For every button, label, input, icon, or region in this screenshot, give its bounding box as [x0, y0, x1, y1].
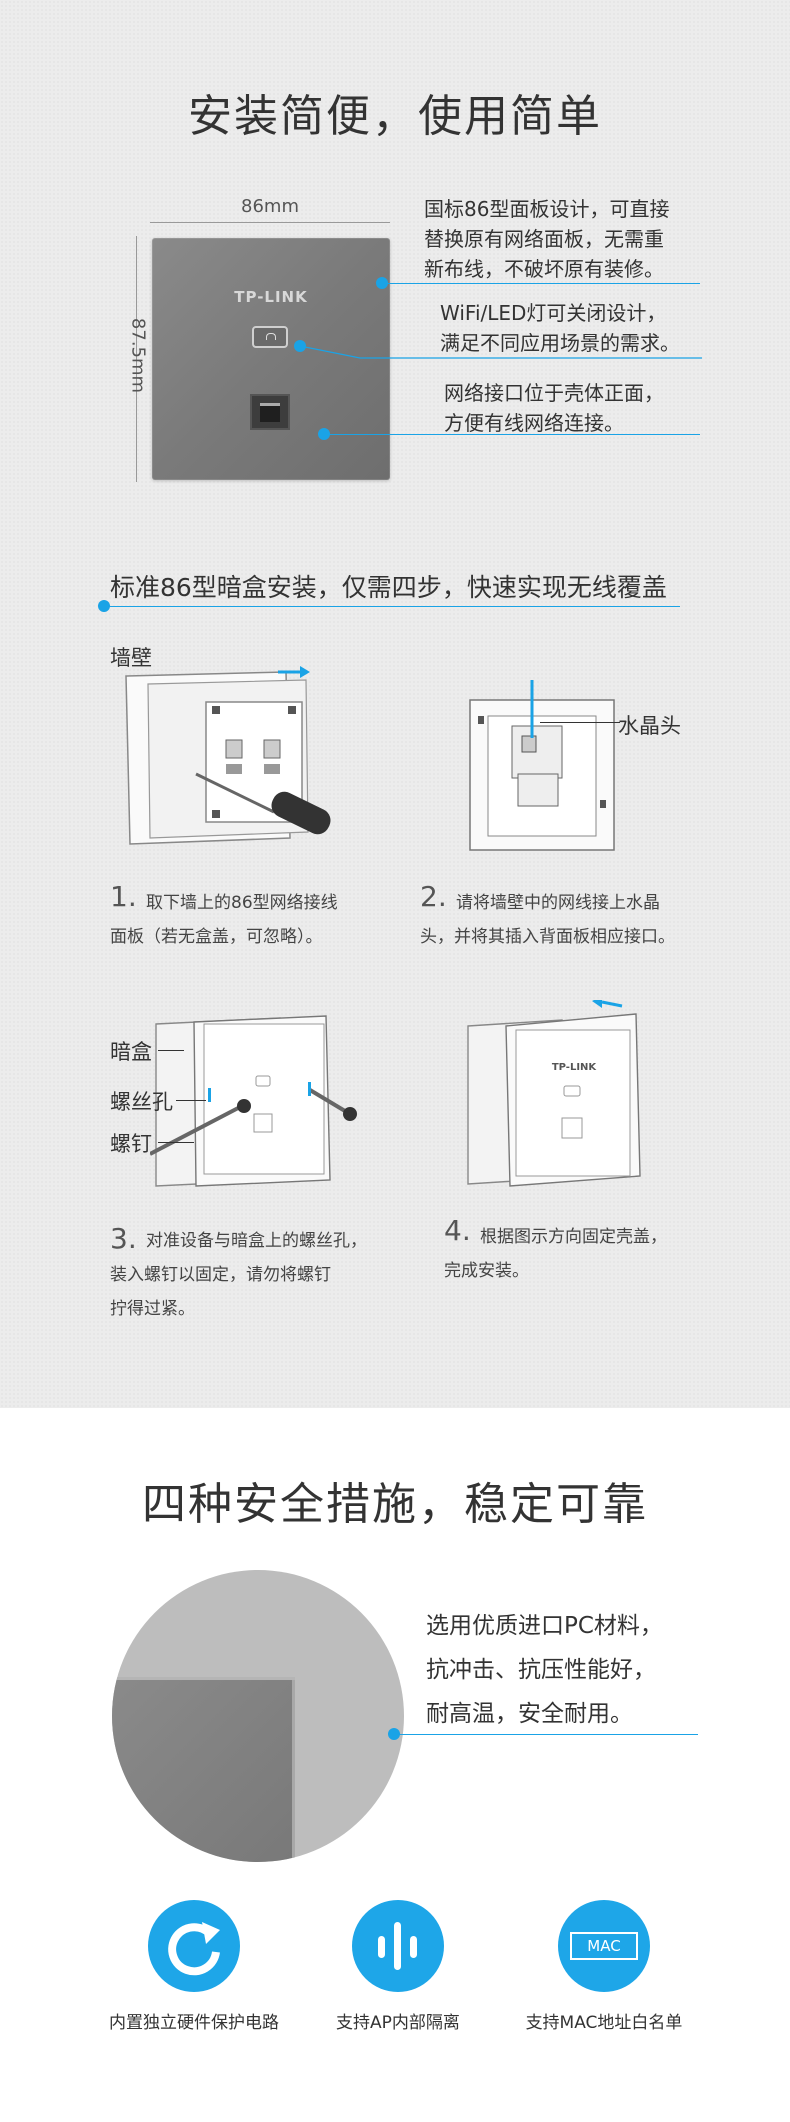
panel-front-view: TP-LINK: [152, 238, 390, 480]
dimension-height: 87.5mm: [127, 317, 149, 394]
install-title: 安装简便，使用简单: [188, 91, 602, 142]
connector-pointer-line: [540, 722, 620, 723]
step2-text-line1: 请将墙壁中的网线接上水晶: [456, 893, 660, 913]
material-closeup-image: [112, 1570, 404, 1862]
isolation-bars-icon: [378, 1922, 417, 1970]
callout-line-1: [386, 283, 700, 284]
dimension-height-line: [136, 236, 137, 482]
box-pointer-line: [158, 1050, 184, 1051]
step4-logo: TP-LINK: [552, 1062, 598, 1073]
protection-circuit-icon-circle: [148, 1900, 240, 1992]
feature-text-1: 国标86型面板设计，可直接 替换原有网络面板，无需重 新布线，不破坏原有装修。: [424, 197, 670, 281]
step3-number: 3.: [110, 1222, 137, 1255]
dimension-width: 86mm: [241, 196, 299, 217]
ap-isolation-label: 支持AP内部隔离: [336, 2013, 460, 2033]
step3-text-line1: 对准设备与暗盒上的螺丝孔，: [146, 1231, 367, 1251]
step4-text-line2: 完成安装。: [444, 1261, 529, 1281]
callout-dot-3: [318, 428, 330, 440]
step1-text-line1: 取下墙上的86型网络接线: [146, 893, 338, 913]
steps-title: 标准86型暗盒安装，仅需四步，快速实现无线覆盖: [110, 573, 667, 602]
callout-dot-1: [376, 277, 388, 289]
refresh-icon: [168, 1922, 220, 1976]
step4-illustration: TP-LINK: [467, 1000, 641, 1187]
step2-number: 2.: [420, 880, 447, 913]
label-screw: 螺钉: [110, 1132, 152, 1156]
step1-illustration: [125, 666, 331, 845]
callout-line-3: [328, 434, 700, 435]
screw-pointer-line: [158, 1142, 194, 1143]
step3-text-line3: 拧得过紧。: [110, 1299, 195, 1319]
protection-circuit-label: 内置独立硬件保护电路: [109, 2013, 279, 2033]
step2-text-line2: 头，并将其插入背面板相应接口。: [420, 927, 675, 947]
material-text: 选用优质进口PC材料， 抗冲击、抗压性能好， 耐高温，安全耐用。: [426, 1613, 663, 1727]
screw-hole-pointer-line: [176, 1100, 206, 1101]
feature-text-2: WiFi/LED灯可关闭设计， 满足不同应用场景的需求。: [440, 301, 680, 355]
material-callout-line: [398, 1734, 698, 1735]
label-wall: 墙壁: [110, 646, 152, 670]
ap-isolation-icon-circle: [352, 1900, 444, 1992]
feature-text-3: 网络接口位于壳体正面， 方便有线网络连接。: [444, 381, 664, 435]
steps-title-line: [104, 606, 680, 607]
step3-illustration: [150, 1015, 357, 1187]
mac-icon: MAC: [570, 1932, 638, 1960]
wifi-led-icon: [252, 326, 288, 348]
label-connector: 水晶头: [618, 714, 681, 738]
install-section: [0, 0, 790, 1408]
mac-whitelist-icon-circle: MAC: [558, 1900, 650, 1992]
step1-text-line2: 面板（若无盒盖，可忽略）。: [110, 927, 323, 947]
tp-link-logo: TP-LINK: [234, 288, 308, 306]
ethernet-port-socket: [260, 403, 280, 422]
step2-illustration: [469, 680, 615, 851]
dimension-width-line: [150, 222, 390, 223]
mac-whitelist-label: 支持MAC地址白名单: [525, 2013, 683, 2033]
ethernet-port-icon: [250, 394, 290, 430]
step4-text-line1: 根据图示方向固定壳盖，: [480, 1227, 667, 1247]
label-box: 暗盒: [110, 1040, 152, 1064]
callout-line-2: [300, 345, 702, 359]
material-callout-dot: [388, 1728, 400, 1740]
security-title: 四种安全措施，稳定可靠: [142, 1479, 648, 1530]
step1-number: 1.: [110, 880, 137, 913]
label-screw-hole: 螺丝孔: [110, 1090, 173, 1114]
step3-text-line2: 装入螺钉以固定，请勿将螺钉: [110, 1265, 331, 1285]
wifi-arc: [266, 333, 276, 340]
step4-number: 4.: [444, 1214, 471, 1247]
panel-edge-closeup: [112, 1680, 292, 1862]
